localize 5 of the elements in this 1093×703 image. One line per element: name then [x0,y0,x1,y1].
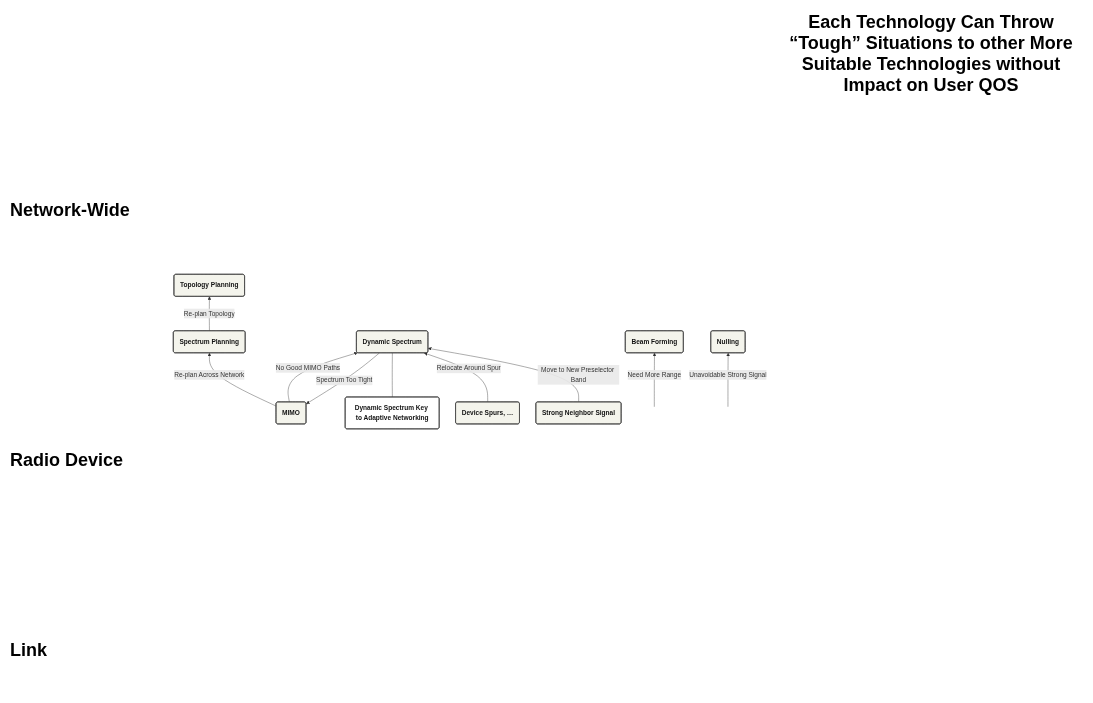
tier-label: Radio Device [10,450,124,471]
tier-label: Link [10,640,47,661]
note-text: Each Technology Can Throw “Tough” Situations to other More Suitable Technologies without Impact on User QOS [788,12,1074,96]
connector [392,352,393,398]
tier-label: Network-Wide [10,200,130,221]
